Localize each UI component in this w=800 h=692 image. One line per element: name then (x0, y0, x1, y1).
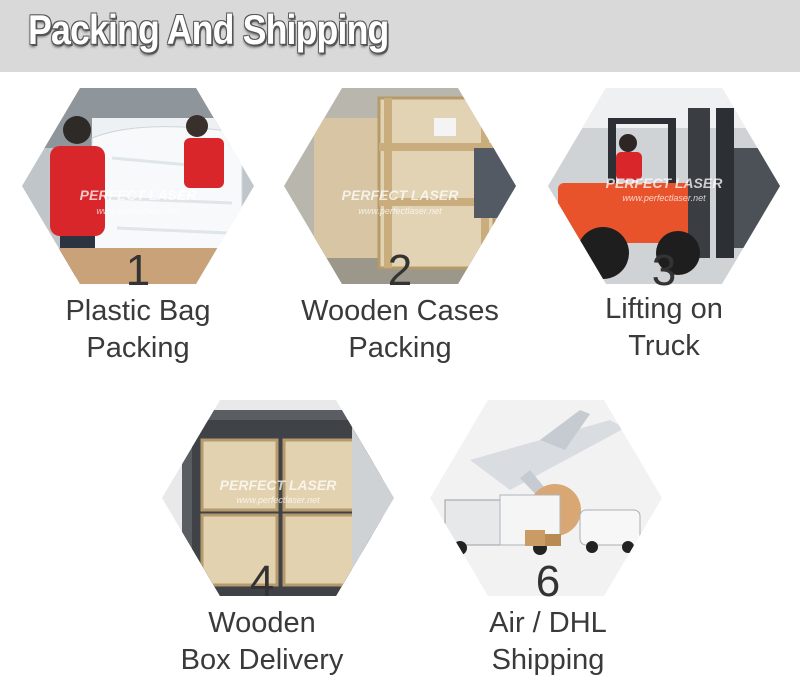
step-1-number: 1 (125, 246, 151, 295)
step-1-label-line1: Plastic Bag (65, 295, 211, 327)
step-4-label-line2: Box Delivery (180, 644, 344, 676)
watermark-url: www.perfectlaser.net (96, 206, 180, 216)
step-3-label-line1: Lifting on (605, 293, 723, 325)
step-4-number: 4 (249, 557, 275, 606)
step-2-label-line2: Packing (348, 332, 452, 364)
watermark-url: www.perfectlaser.net (358, 206, 442, 216)
watermark-brand: PERFECT LASER (220, 477, 338, 493)
step-6-label-line1: Air / DHL (489, 607, 607, 639)
step-6-number: 6 (535, 557, 561, 606)
step-3-number: 3 (651, 246, 677, 295)
step-6-label-line2: Shipping (491, 644, 605, 676)
step-3-photo-forklift: PERFECT LASER www.perfectlaser.net (548, 88, 780, 284)
watermark-brand: PERFECT LASER (80, 187, 198, 203)
step-6-photo-air-shipping (430, 400, 662, 596)
step-4-photo-container: PERFECT LASER www.perfectlaser.net (162, 400, 394, 596)
page-title: Packing And Shipping (28, 6, 389, 53)
step-4-label-line1: Wooden (208, 607, 316, 639)
step-3-label-line2: Truck (628, 330, 700, 362)
watermark-url: www.perfectlaser.net (622, 193, 706, 203)
step-2-photo-wooden-cases: PERFECT LASER www.perfectlaser.net (284, 88, 516, 284)
watermark-brand: PERFECT LASER (606, 175, 724, 191)
header-banner: Packing And Shipping (0, 0, 800, 72)
step-1-photo-plastic-bag: PERFECT LASER www.perfectlaser.net (22, 88, 254, 284)
step-2-label-line1: Wooden Cases (301, 295, 499, 327)
step-2-number: 2 (387, 246, 413, 295)
watermark-url: www.perfectlaser.net (236, 495, 320, 505)
watermark-brand: PERFECT LASER (342, 187, 460, 203)
step-1-label-line2: Packing (86, 332, 190, 364)
